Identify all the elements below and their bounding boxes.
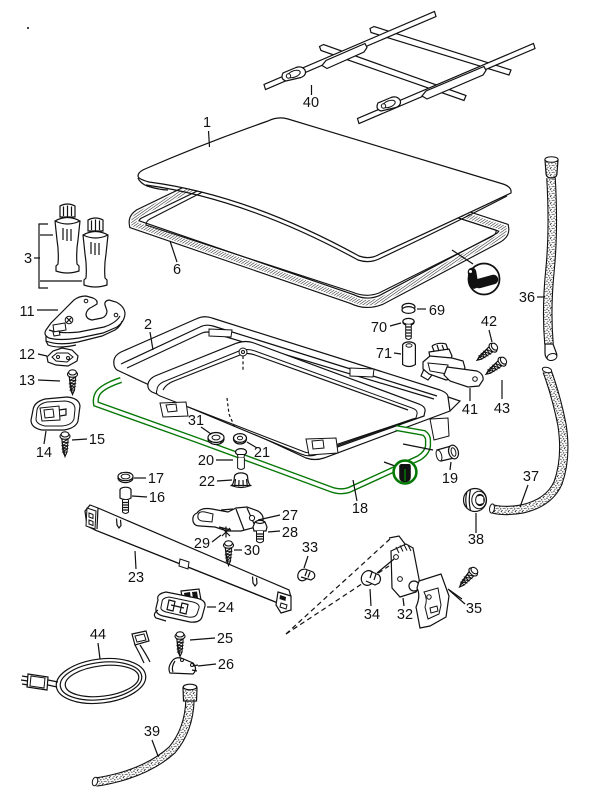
svg-text:71: 71 [376,346,392,362]
svg-text:37: 37 [523,469,539,485]
svg-text:36: 36 [519,290,535,306]
svg-text:34: 34 [364,607,380,623]
svg-text:20: 20 [198,453,214,469]
svg-text:42: 42 [481,314,497,330]
svg-text:11: 11 [19,304,34,320]
svg-text:23: 23 [128,570,144,586]
svg-text:25: 25 [217,631,233,647]
svg-text:27: 27 [282,508,298,524]
svg-text:30: 30 [244,543,260,559]
svg-text:19: 19 [442,471,458,487]
svg-text:29: 29 [194,536,210,552]
svg-text:43: 43 [494,401,510,417]
svg-text:22: 22 [199,474,215,490]
svg-text:28: 28 [282,525,298,541]
svg-text:40: 40 [303,95,319,111]
svg-text:15: 15 [89,432,105,448]
svg-text:44: 44 [90,627,106,643]
svg-text:3: 3 [24,251,32,267]
svg-text:32: 32 [397,607,413,623]
svg-text:70: 70 [371,320,387,336]
svg-text:38: 38 [468,532,484,548]
svg-text:39: 39 [144,724,160,740]
svg-text:2: 2 [144,317,152,333]
svg-text:16: 16 [149,490,165,506]
svg-text:31: 31 [188,413,204,429]
svg-text:18: 18 [352,501,368,517]
svg-text:6: 6 [173,262,181,278]
svg-text:1: 1 [203,115,211,131]
svg-text:26: 26 [218,657,234,673]
svg-text:13: 13 [19,373,35,389]
svg-text:41: 41 [462,402,478,418]
svg-text:24: 24 [218,600,234,616]
svg-text:69: 69 [429,303,445,319]
svg-text:12: 12 [19,347,35,363]
svg-text:33: 33 [302,540,318,556]
svg-text:21: 21 [254,445,270,461]
svg-text:17: 17 [148,471,164,487]
svg-text:14: 14 [36,445,52,461]
svg-text:35: 35 [466,601,482,617]
